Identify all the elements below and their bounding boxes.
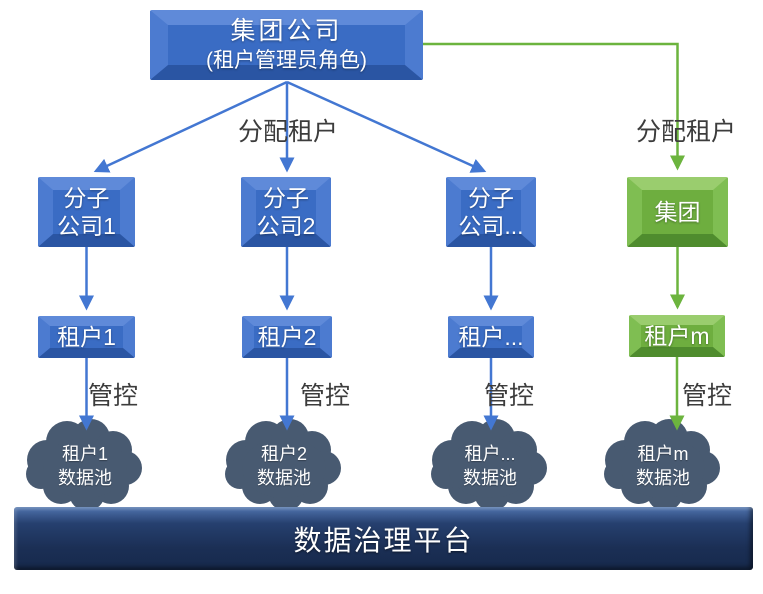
root-title: 集团公司 — [230, 17, 343, 46]
node-bevel — [627, 177, 728, 247]
cloud-label-tenant-pool-2: 租户2 数据池 — [257, 443, 311, 488]
edge-label-govern-1: 管控 — [88, 382, 139, 410]
edge-label-assign-tenant-right: 分配租户 — [636, 118, 737, 146]
node-bevel — [38, 177, 135, 247]
node-bevel — [446, 177, 536, 247]
node-bevel — [629, 315, 725, 357]
blue-arrows — [79, 80, 499, 431]
node-tenant-1: 租户1 — [38, 316, 135, 358]
node-tenant-ellipsis: 租户... — [448, 316, 534, 358]
node-bevel — [38, 316, 135, 358]
node-tenant-2: 租户2 — [242, 316, 332, 358]
node-subsidiary-2: 分子 公司2 — [241, 177, 331, 247]
node-bevel — [150, 10, 423, 80]
node-subsidiary-ellipsis: 分子 公司... — [446, 177, 536, 247]
green-arrows — [423, 42, 685, 431]
edge-label-assign-tenant-left: 分配租户 — [238, 118, 339, 146]
platform-bar: 数据治理平台 — [14, 507, 753, 570]
node-bevel — [242, 316, 332, 358]
node-group: 集团 — [627, 177, 728, 247]
node-bevel — [448, 316, 534, 358]
node-bevel — [241, 177, 331, 247]
node-group-company-root: 集团公司 (租户管理员角色) — [150, 10, 423, 80]
edge-label-govern-4: 管控 — [682, 382, 733, 410]
node-tenant-m: 租户m — [629, 315, 725, 357]
root-subtitle: (租户管理员角色) — [206, 48, 367, 72]
cloud-label-tenant-pool-1: 租户1 数据池 — [58, 443, 112, 488]
node-subsidiary-1: 分子 公司1 — [38, 177, 135, 247]
edge-label-govern-3: 管控 — [484, 382, 535, 410]
edge-label-govern-2: 管控 — [300, 382, 351, 410]
platform-bar-label: 数据治理平台 — [293, 524, 474, 556]
cloud-label-tenant-pool-m: 租户m 数据池 — [636, 443, 690, 488]
cloud-label-tenant-pool-ellipsis: 租户... 数据池 — [463, 443, 517, 488]
